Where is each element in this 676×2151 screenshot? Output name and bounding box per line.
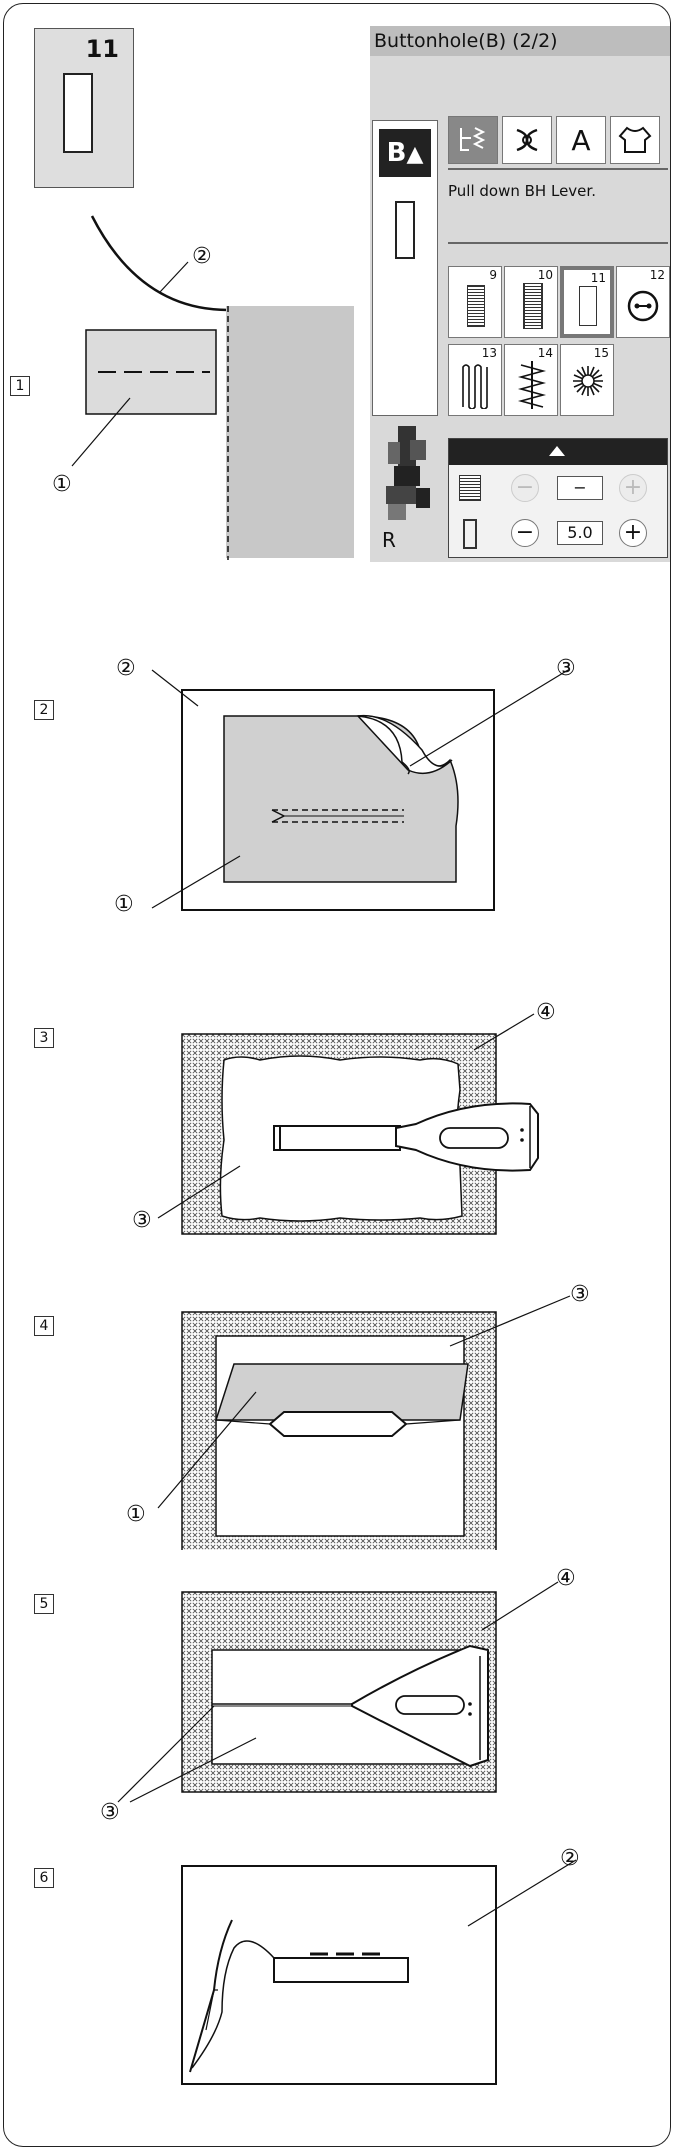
stitch-number: 11 xyxy=(590,271,606,285)
step5-callout-3: ③ xyxy=(100,1800,120,1825)
stitch-adjust-panel: − − + − 5.0 + xyxy=(448,438,668,558)
decorative-stitch-button[interactable] xyxy=(502,116,552,164)
step5-illustration xyxy=(117,1581,559,1803)
length-plus-button[interactable]: + xyxy=(619,519,647,547)
buttonhole-preview-icon xyxy=(395,201,415,259)
stitch-width-icon xyxy=(459,475,481,501)
step2-callout-3: ③ xyxy=(556,656,576,681)
stitch-number: 12 xyxy=(649,268,665,282)
decorative-stitch-icon xyxy=(516,128,538,152)
stitch-number: 9 xyxy=(489,268,497,282)
lcd-divider xyxy=(448,168,668,170)
stitch-length-icon xyxy=(463,519,477,549)
step4-callout-1: ① xyxy=(126,1502,146,1527)
lcd-screen: Buttonhole(B) (2/2) B▲ R A Pull down BH … xyxy=(370,26,670,562)
foot-selector-panel: B▲ xyxy=(372,120,438,416)
stitch-12-button[interactable]: 12 xyxy=(616,266,670,338)
stitch-11-button[interactable]: 11 xyxy=(560,266,614,338)
width-value: − xyxy=(557,476,603,500)
expand-arrow-icon[interactable] xyxy=(549,446,565,456)
darning-stitch-icon xyxy=(462,364,488,409)
garment-button[interactable] xyxy=(610,116,660,164)
foot-letter: R xyxy=(382,528,396,552)
length-minus-button[interactable]: − xyxy=(511,519,539,547)
step6-illustration xyxy=(181,1859,577,2085)
stitch-13-button[interactable]: 13 xyxy=(448,344,502,416)
bound-buttonhole-icon xyxy=(579,286,597,326)
eyelet-icon xyxy=(573,366,603,396)
bar-stitch-icon xyxy=(523,283,543,329)
stitch-number: 15 xyxy=(593,346,609,360)
step1-fabric-illustration xyxy=(71,215,354,560)
step6-callout-2: ② xyxy=(560,1846,580,1871)
step-number-1: 1 xyxy=(10,376,30,396)
step-number-2: 2 xyxy=(34,700,54,720)
stitch-9-button[interactable]: 9 xyxy=(448,266,502,338)
step3-illustration xyxy=(157,1013,539,1235)
lcd-message: Pull down BH Lever. xyxy=(448,182,596,200)
stitch-number: 14 xyxy=(537,346,553,360)
step3-callout-3: ③ xyxy=(132,1208,152,1233)
step4-illustration xyxy=(157,1295,571,1550)
step2-illustration xyxy=(151,669,569,911)
step-number-5: 5 xyxy=(34,1594,54,1614)
letter-mode-button[interactable]: A xyxy=(556,116,606,164)
length-value: 5.0 xyxy=(557,521,603,545)
pattern-card-number: 11 xyxy=(85,35,119,63)
buttonhole-outline xyxy=(63,73,93,153)
step2-callout-1: ① xyxy=(114,892,134,917)
utility-stitch-button[interactable] xyxy=(448,116,498,164)
pattern-card: 11 xyxy=(34,28,134,188)
utility-stitch-icon xyxy=(460,127,486,151)
step-number-4: 4 xyxy=(34,1316,54,1336)
button-sew-icon xyxy=(627,290,659,322)
step-number-3: 3 xyxy=(34,1028,54,1048)
stitch-10-button[interactable]: 10 xyxy=(504,266,558,338)
step-number-6: 6 xyxy=(34,1868,54,1888)
stitch-number: 10 xyxy=(537,268,553,282)
garment-icon xyxy=(618,126,652,153)
bar-tack-icon xyxy=(517,361,547,409)
page-frame xyxy=(3,3,671,2147)
width-plus-button[interactable]: + xyxy=(619,474,647,502)
bh-mode-button[interactable]: B▲ xyxy=(379,129,431,177)
lcd-divider xyxy=(448,242,668,244)
keyhole-stitch-icon xyxy=(467,285,485,327)
step4-callout-3: ③ xyxy=(570,1282,590,1307)
adjust-panel-header xyxy=(449,439,667,465)
stitch-number: 13 xyxy=(481,346,497,360)
lcd-title: Buttonhole(B) (2/2) xyxy=(370,26,670,56)
width-minus-button[interactable]: − xyxy=(511,474,539,502)
stitch-15-button[interactable]: 15 xyxy=(560,344,614,416)
step2-callout-2: ② xyxy=(116,656,136,681)
step3-callout-4: ④ xyxy=(536,1000,556,1025)
presser-foot-icon xyxy=(386,426,430,520)
step5-callout-4: ④ xyxy=(556,1566,576,1591)
stitch-14-button[interactable]: 14 xyxy=(504,344,558,416)
step1-callout-1: ① xyxy=(52,472,72,497)
step1-callout-2: ② xyxy=(192,244,212,269)
